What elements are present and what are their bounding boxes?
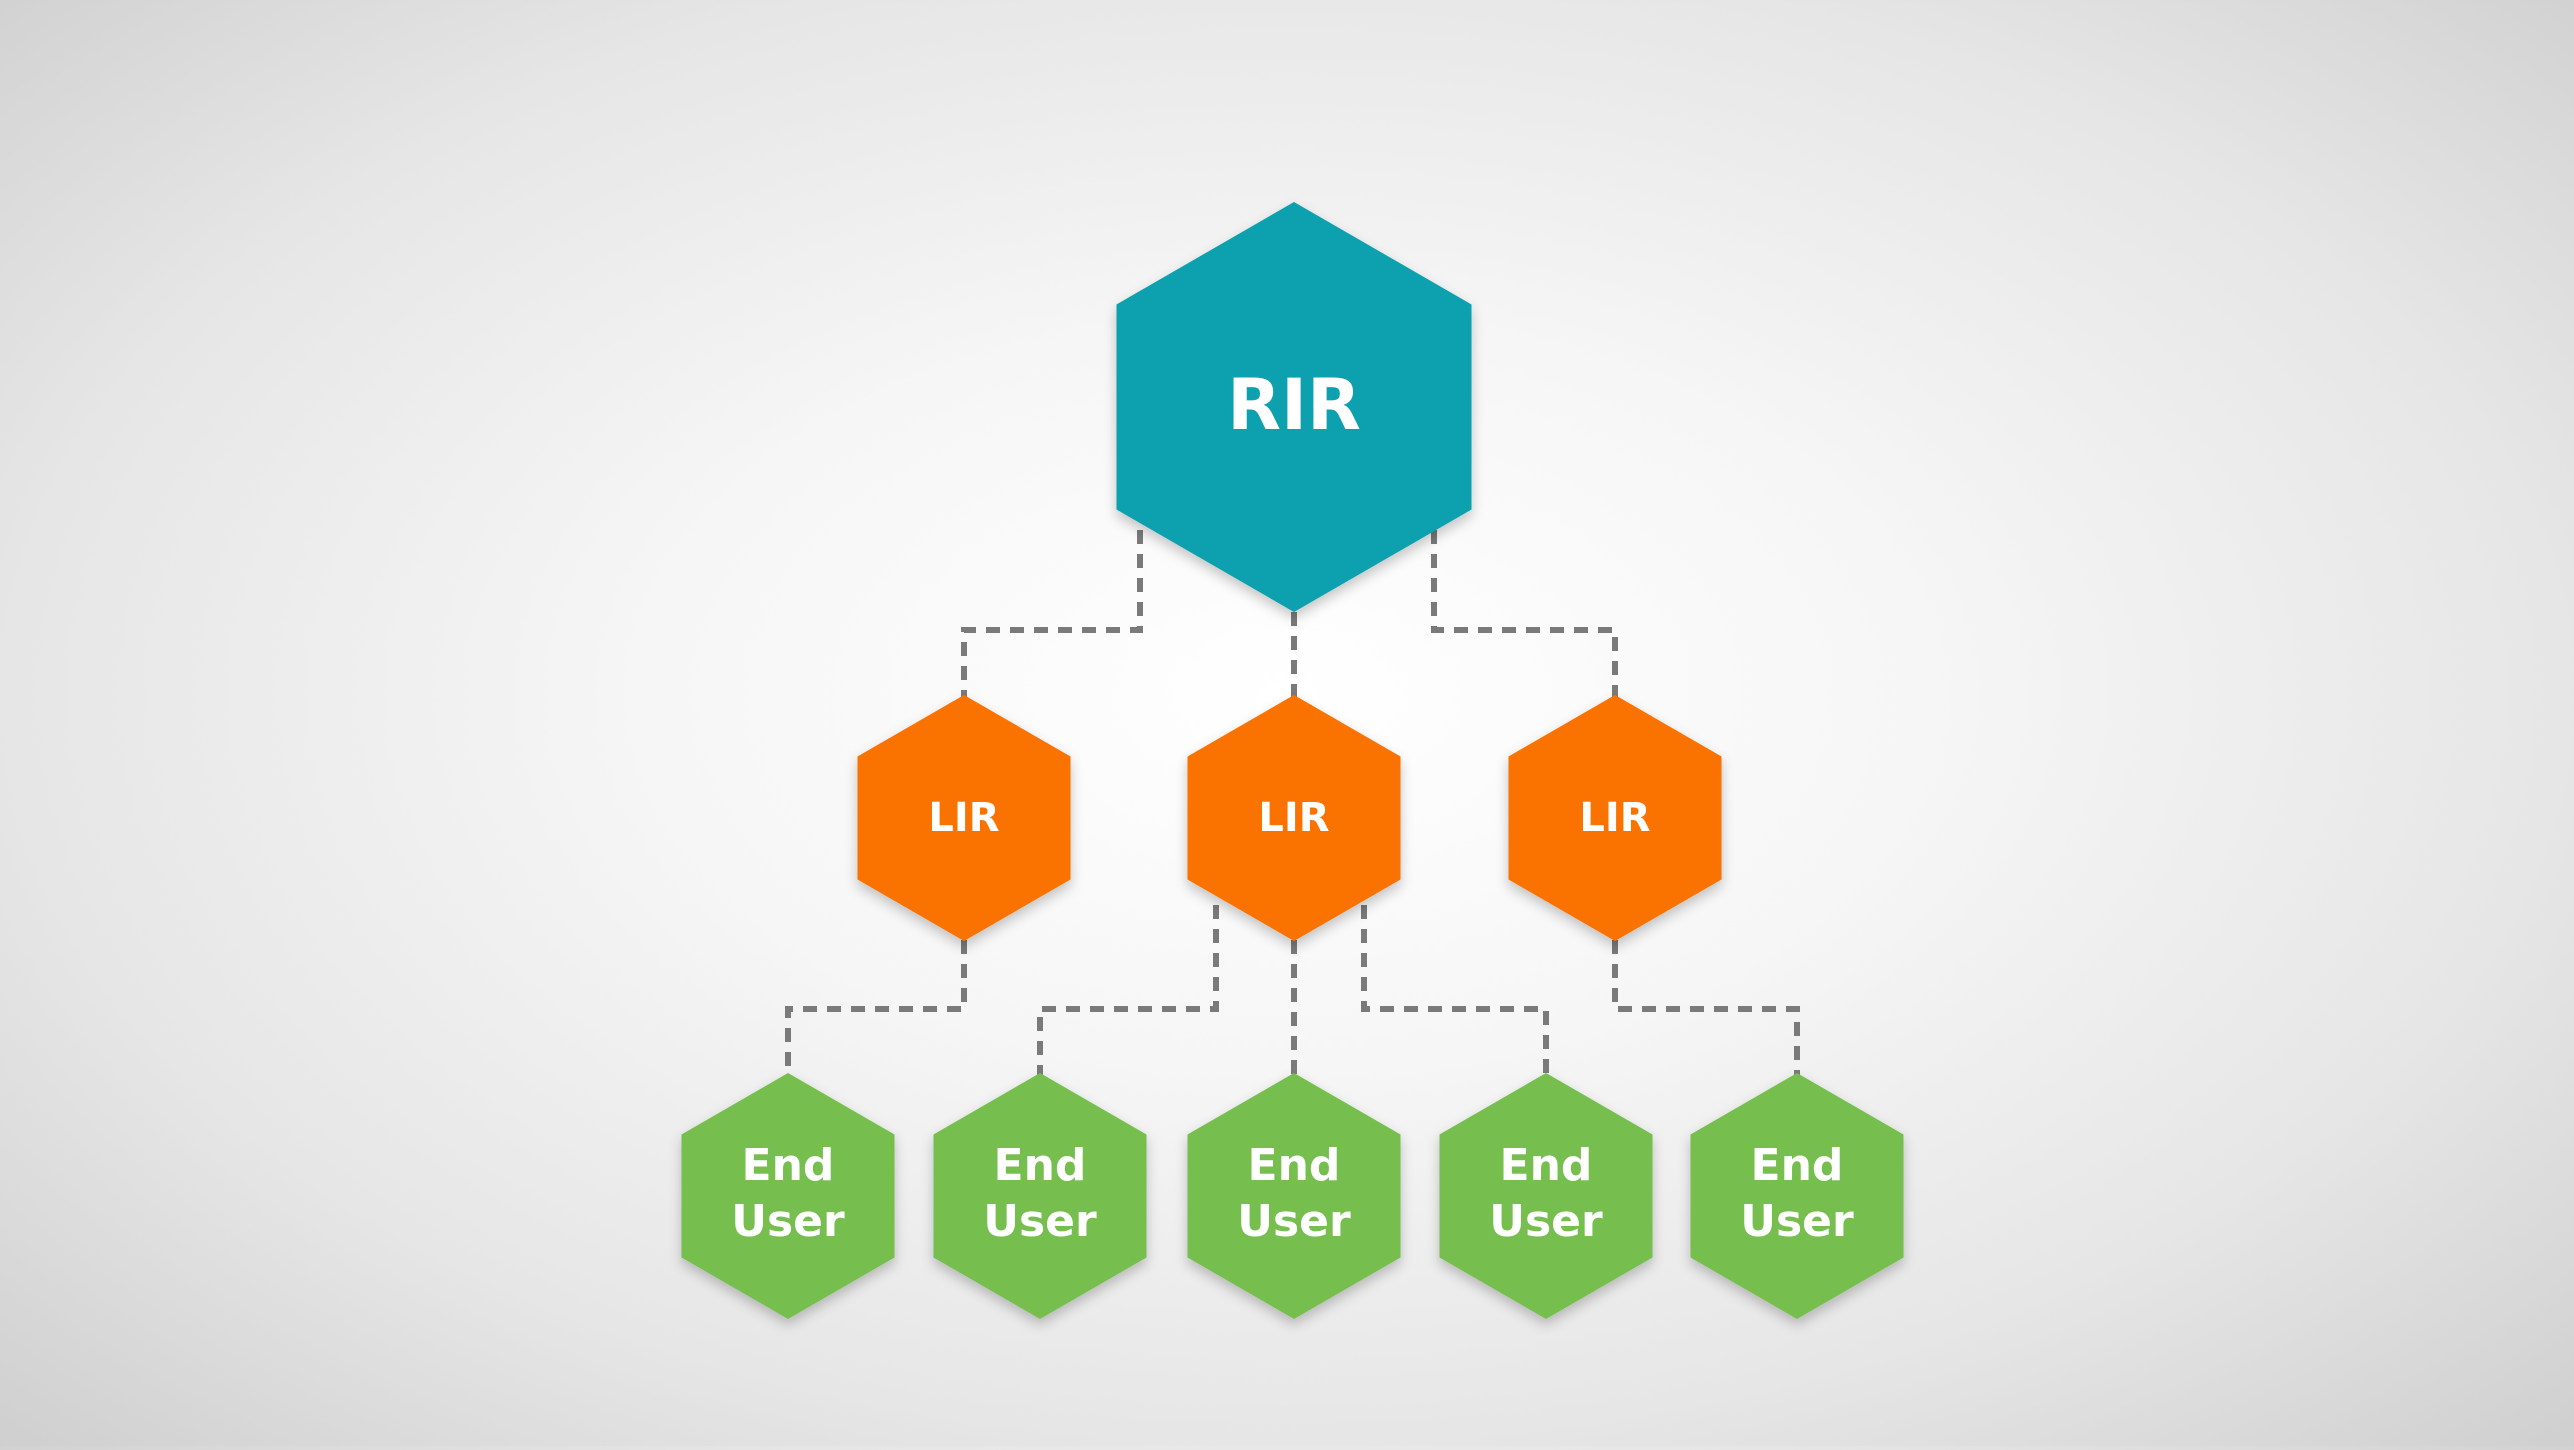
end-user-label-line2: User [1237,1196,1351,1247]
end-user-node-2: End User [933,1073,1147,1319]
end-user-label-line2: User [1740,1196,1854,1247]
connector-lir1-user-1 [785,940,967,1075]
end-user-label-line1: End [1500,1140,1593,1191]
end-user-node-1: End User [681,1073,895,1319]
end-user-label-line2: User [983,1196,1097,1247]
end-user-label-line1: End [1248,1140,1341,1191]
lir-hexagon [857,695,1071,941]
lir-label: LIR [928,795,999,841]
rir-node: RIR [1116,202,1472,612]
connector-lir3-user-5 [1612,940,1800,1075]
end-user-hexagon [1187,1073,1401,1319]
connector-lines [785,530,1800,1075]
lir-node-1: LIR [857,695,1071,941]
lir-hexagon [1187,695,1401,941]
lir-hexagon [1508,695,1722,941]
lir-label: LIR [1258,795,1329,841]
end-user-label-line1: End [994,1140,1087,1191]
end-user-label-line2: User [731,1196,845,1247]
end-user-label-line1: End [1751,1140,1844,1191]
end-user-label-line1: End [742,1140,835,1191]
end-user-hexagon [1439,1073,1653,1319]
end-user-label-line2: User [1489,1196,1603,1247]
connector-lir2-user-4 [1361,905,1549,1075]
connector-rir-lir-3 [1431,530,1618,700]
rir-label: RIR [1227,364,1361,446]
lir-node-2: LIR [1187,695,1401,941]
connector-lir2-user-2 [1037,905,1219,1075]
end-user-node-5: End User [1690,1073,1904,1319]
lir-node-3: LIR [1508,695,1722,941]
end-user-hexagon [933,1073,1147,1319]
lir-label: LIR [1579,795,1650,841]
end-user-node-3: End User [1187,1073,1401,1319]
end-user-hexagon [681,1073,895,1319]
rir-hexagon [1116,202,1472,612]
end-user-node-4: End User [1439,1073,1653,1319]
end-user-hexagon [1690,1073,1904,1319]
connector-rir-lir-1 [961,530,1143,700]
